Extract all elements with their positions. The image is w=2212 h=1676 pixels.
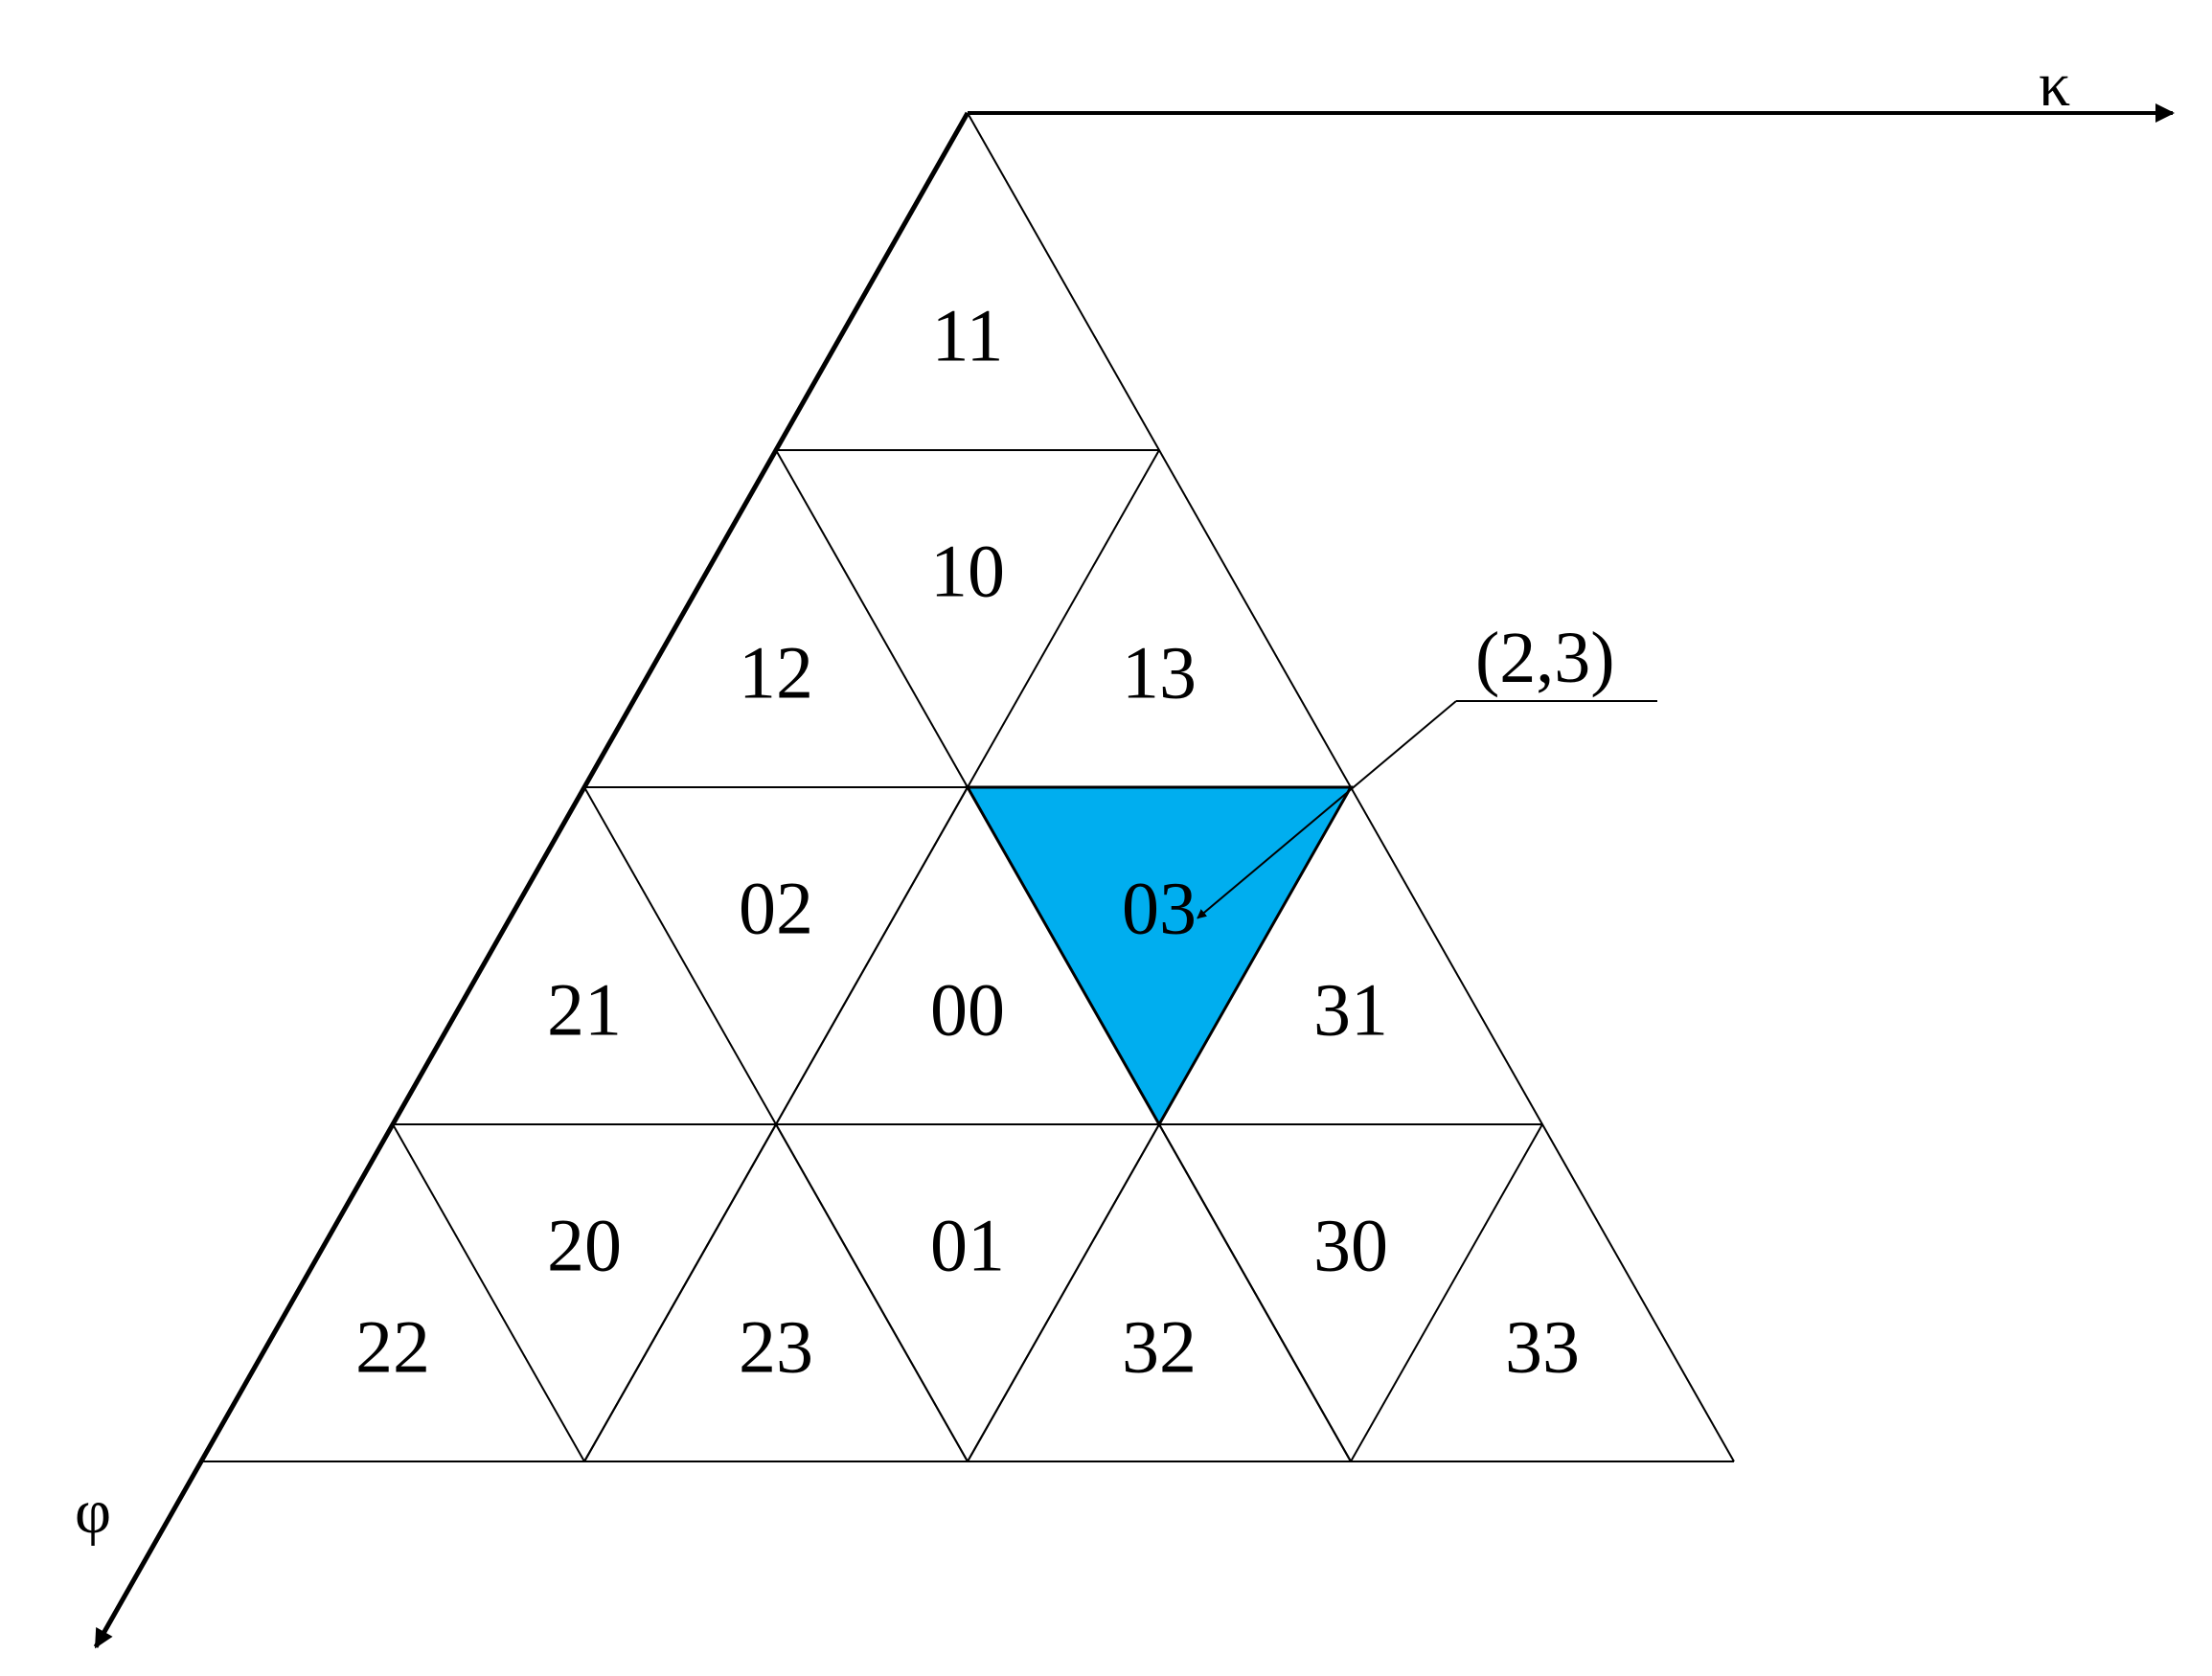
cell-label-20: 20 [547,1204,622,1287]
grid-diagonal-line [775,1123,969,1462]
cell-label-12: 12 [739,630,813,713]
cell-label-33: 33 [1505,1304,1580,1388]
grid-lines [201,112,1735,1462]
cell-label-22: 22 [355,1304,430,1388]
grid-diagonal-line [583,1123,777,1462]
phi-axis-label: φ [75,1477,111,1547]
kappa-axis-label: κ [2039,50,2070,120]
grid-diagonal-line [392,1123,585,1462]
cell-label-02: 02 [739,867,813,950]
cell-label-03: 03 [1122,867,1197,950]
cell-label-13: 13 [1122,630,1197,713]
cell-label-31: 31 [1313,967,1388,1051]
cell-label-00: 00 [930,967,1005,1051]
grid-diagonal-line [1158,1123,1352,1462]
cell-label-21: 21 [547,967,622,1051]
cell-label-01: 01 [930,1204,1005,1287]
cell-label-23: 23 [739,1304,813,1388]
cell-label-32: 32 [1122,1304,1197,1388]
callout: (2,3) [1197,618,1657,919]
cell-label-30: 30 [1313,1204,1388,1287]
grid-diagonal-line [967,1123,1160,1462]
cell-labels: 11 12 13 10 21 00 31 02 03 22 23 32 33 20 01 30 [355,293,1580,1388]
grid-diagonal-line [1350,1123,1543,1462]
cell-label-11: 11 [931,293,1003,376]
callout-label: (2,3) [1475,618,1615,698]
cell-label-10: 10 [930,530,1005,613]
phi-axis [93,111,970,1649]
callout-leader-arrow [1197,700,1457,919]
